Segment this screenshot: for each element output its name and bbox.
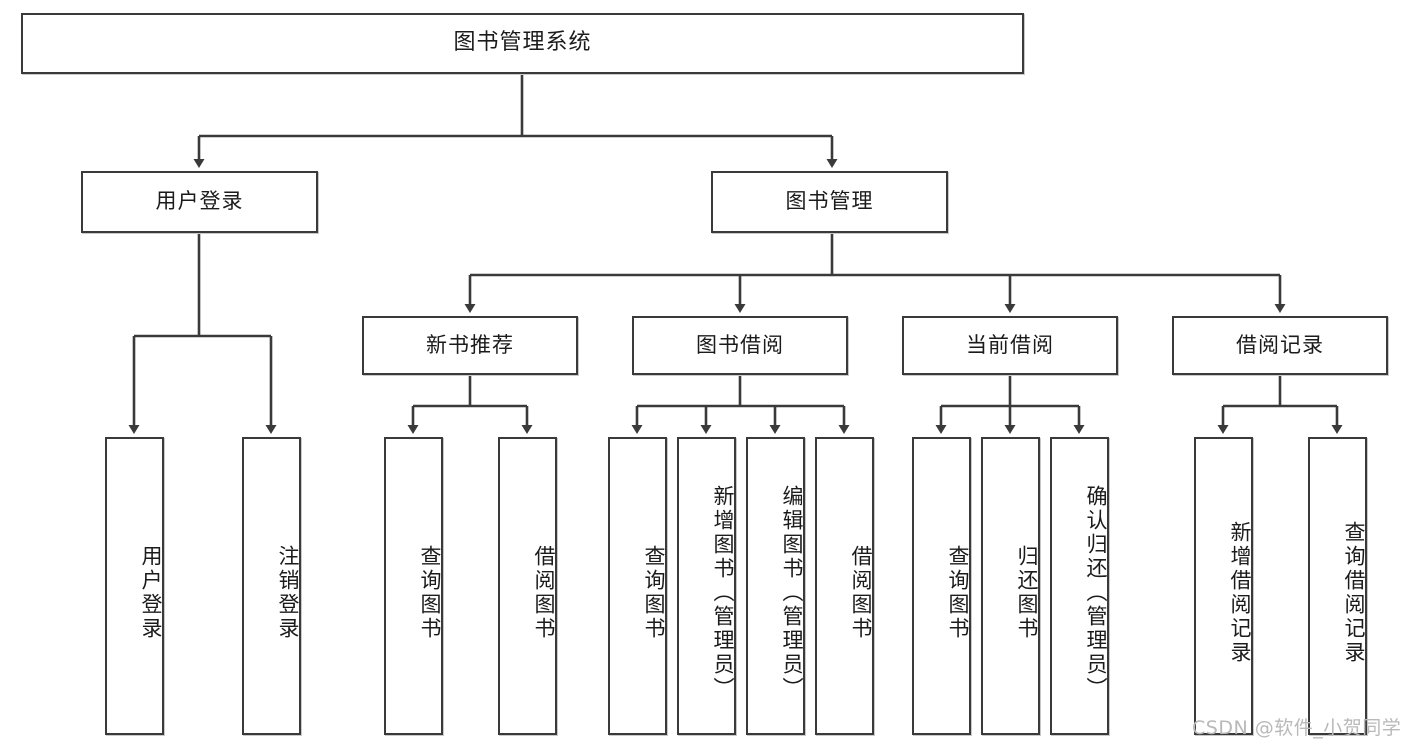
node-leaf-label: 新增借阅记录 (1228, 521, 1252, 665)
node-new-book-recommend[interactable]: 新书推荐 (362, 316, 578, 375)
node-borrow-record-label: 借阅记录 (1236, 332, 1324, 357)
node-leaf-add-book-admin[interactable]: 新增图书（管理员） (677, 437, 736, 735)
node-book-management-label: 图书管理 (785, 189, 874, 214)
node-leaf-borrow-book-recommend[interactable]: 借阅图书 (498, 437, 557, 735)
node-current-borrow[interactable]: 当前借阅 (902, 316, 1118, 375)
node-leaf-return-book[interactable]: 归还图书 (981, 437, 1040, 735)
node-leaf-user-login[interactable]: 用户登录 (105, 437, 164, 735)
node-leaf-label: 编辑图书（管理员） (780, 485, 804, 701)
node-leaf-edit-book-admin[interactable]: 编辑图书（管理员） (746, 437, 805, 735)
node-leaf-query-book-borrow[interactable]: 查询图书 (608, 437, 667, 735)
node-book-management[interactable]: 图书管理 (711, 171, 948, 233)
node-borrow-record[interactable]: 借阅记录 (1172, 316, 1388, 375)
node-new-book-recommend-label: 新书推荐 (426, 332, 514, 357)
node-leaf-query-borrow-record[interactable]: 查询借阅记录 (1308, 437, 1367, 735)
node-current-borrow-label: 当前借阅 (966, 332, 1054, 357)
node-leaf-query-book-recommend[interactable]: 查询图书 (384, 437, 443, 735)
node-book-borrow[interactable]: 图书借阅 (632, 316, 848, 375)
node-leaf-label: 查询借阅记录 (1342, 521, 1366, 665)
node-leaf-label: 注销登录 (276, 545, 300, 641)
node-user-login[interactable]: 用户登录 (81, 171, 318, 233)
watermark: CSDN @软件_小贺同学 (1192, 717, 1402, 739)
node-leaf-label: 查询图书 (946, 545, 970, 641)
node-leaf-label: 查询图书 (418, 545, 442, 641)
node-root-label: 图书管理系统 (453, 30, 592, 56)
node-leaf-label: 借阅图书 (849, 545, 873, 641)
node-user-login-label: 用户登录 (155, 189, 244, 214)
node-leaf-label: 确认归还（管理员） (1084, 485, 1108, 701)
node-leaf-label: 归还图书 (1015, 545, 1039, 641)
node-leaf-add-borrow-record[interactable]: 新增借阅记录 (1194, 437, 1253, 735)
node-leaf-query-book-current[interactable]: 查询图书 (912, 437, 971, 735)
node-root[interactable]: 图书管理系统 (21, 13, 1024, 74)
node-leaf-label: 用户登录 (139, 545, 163, 641)
node-leaf-label: 查询图书 (642, 545, 666, 641)
node-leaf-logout[interactable]: 注销登录 (242, 437, 301, 735)
node-leaf-label: 借阅图书 (532, 545, 556, 641)
node-leaf-confirm-return-admin[interactable]: 确认归还（管理员） (1050, 437, 1109, 735)
node-book-borrow-label: 图书借阅 (696, 332, 784, 357)
node-leaf-label: 新增图书（管理员） (711, 485, 735, 701)
node-leaf-borrow-book[interactable]: 借阅图书 (815, 437, 874, 735)
